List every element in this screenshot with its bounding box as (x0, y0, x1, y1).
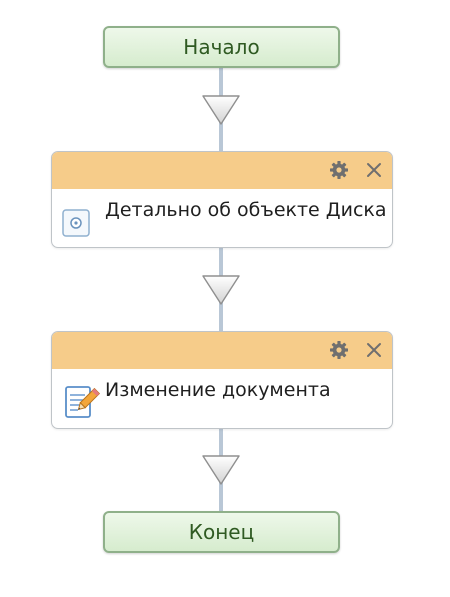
gear-icon[interactable] (327, 158, 351, 182)
end-node[interactable]: Конец (103, 511, 340, 553)
close-icon[interactable] (362, 158, 386, 182)
disk-object-icon (62, 209, 90, 237)
action-block-disk-object-details[interactable]: Детально об объекте Диска (51, 151, 393, 248)
close-icon[interactable] (362, 338, 386, 362)
flow-arrow-icon[interactable] (202, 275, 240, 305)
action-title: Детально об объекте Диска (105, 199, 387, 221)
action-title: Изменение документа (105, 379, 331, 401)
edit-document-icon (65, 386, 100, 418)
action-header (52, 332, 392, 369)
action-header (52, 152, 392, 189)
gear-icon[interactable] (327, 338, 351, 362)
flow-arrow-icon[interactable] (202, 95, 240, 125)
start-node-label: Начало (183, 35, 260, 59)
end-node-label: Конец (188, 520, 255, 544)
action-block-edit-document[interactable]: Изменение документа (51, 331, 393, 429)
flow-arrow-icon[interactable] (202, 455, 240, 485)
start-node[interactable]: Начало (103, 26, 340, 68)
